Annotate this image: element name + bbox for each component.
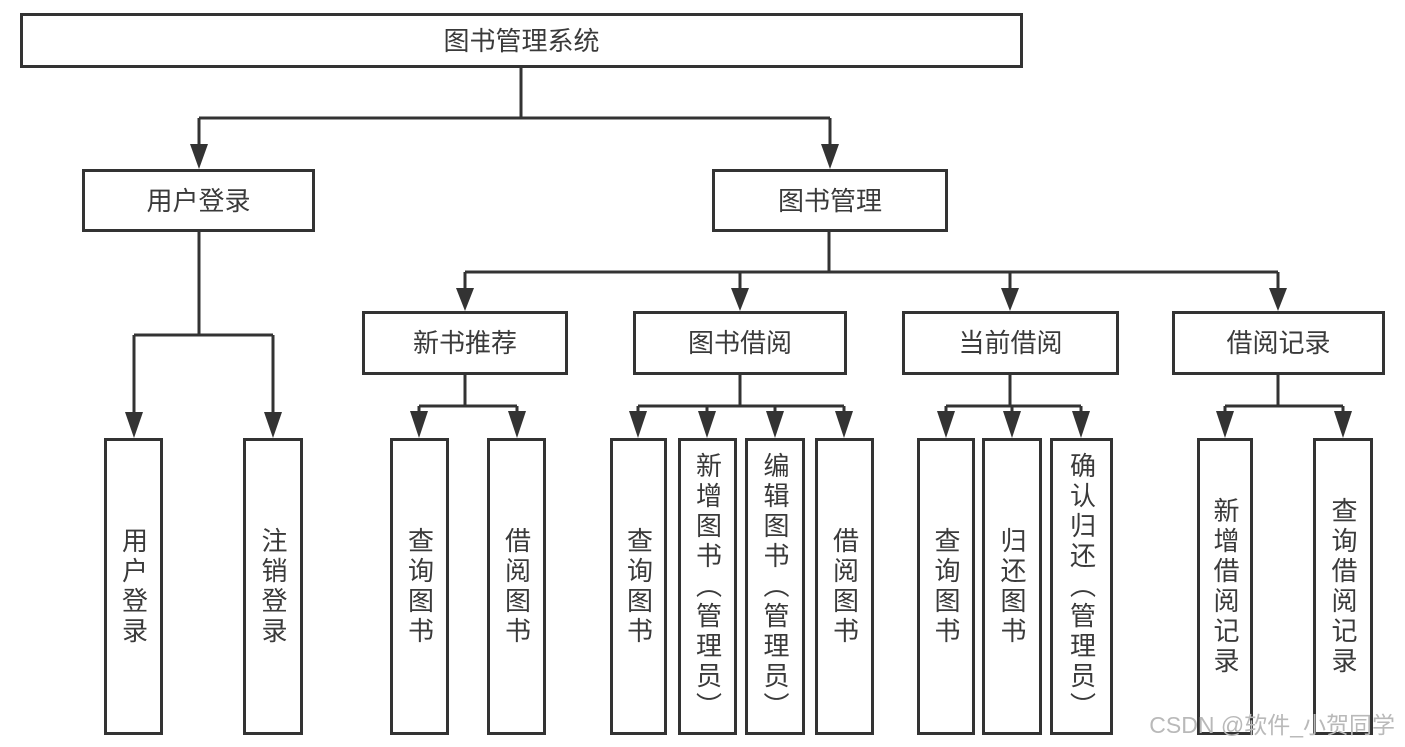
leaf-add-borrow-record: 新增借阅记录 xyxy=(1197,438,1253,735)
node-label: 借阅记录 xyxy=(1226,328,1331,358)
node-label: 查询图书 xyxy=(623,526,654,647)
node-label: 用户登录 xyxy=(146,185,251,216)
node-user-login-branch: 用户登录 xyxy=(82,169,315,232)
leaf-confirm-return-admin: 确认归还（管理员） xyxy=(1050,438,1113,735)
node-label: 当前借阅 xyxy=(958,328,1063,358)
leaf-return-books: 归还图书 xyxy=(982,438,1042,735)
node-label: 图书管理 xyxy=(777,185,882,216)
node-book-borrowing: 图书借阅 xyxy=(633,311,847,375)
node-borrowing-records: 借阅记录 xyxy=(1172,311,1385,375)
leaf-add-books-admin: 新增图书（管理员） xyxy=(678,438,737,735)
node-label: 新增借阅记录 xyxy=(1210,496,1240,677)
node-label: 用户登录 xyxy=(118,526,149,647)
node-label: 查询图书 xyxy=(404,526,435,647)
node-label: 新书推荐 xyxy=(412,328,517,358)
leaf-query-borrow-record: 查询借阅记录 xyxy=(1313,438,1373,735)
node-label: 注销登录 xyxy=(258,526,288,647)
leaf-borrow-books-recommend: 借阅图书 xyxy=(487,438,546,735)
csdn-watermark: CSDN @软件_小贺同学 xyxy=(1149,712,1395,738)
node-label: 借阅图书 xyxy=(501,526,532,647)
node-label: 查询图书 xyxy=(931,526,961,647)
node-label: 查询借阅记录 xyxy=(1328,496,1358,677)
node-book-management-branch: 图书管理 xyxy=(712,169,948,232)
node-label: 编辑图书（管理员） xyxy=(760,451,790,722)
node-label: 新增图书（管理员） xyxy=(692,451,723,722)
node-label: 归还图书 xyxy=(997,526,1027,647)
node-label: 确认归还（管理员） xyxy=(1066,451,1097,722)
leaf-user-login: 用户登录 xyxy=(104,438,163,735)
node-label: 图书借阅 xyxy=(687,328,792,358)
leaf-query-books-borrowing: 查询图书 xyxy=(610,438,667,735)
leaf-query-books-recommend: 查询图书 xyxy=(390,438,449,735)
node-label: 借阅图书 xyxy=(829,526,860,647)
leaf-edit-books-admin: 编辑图书（管理员） xyxy=(745,438,805,735)
node-new-book-recommend: 新书推荐 xyxy=(362,311,568,375)
node-library-management-system: 图书管理系统 xyxy=(20,13,1023,68)
leaf-borrow-books: 借阅图书 xyxy=(815,438,874,735)
leaf-logout-login: 注销登录 xyxy=(243,438,303,735)
node-label: 图书管理系统 xyxy=(443,25,600,56)
leaf-query-books-current: 查询图书 xyxy=(917,438,975,735)
node-current-borrowing: 当前借阅 xyxy=(902,311,1119,375)
